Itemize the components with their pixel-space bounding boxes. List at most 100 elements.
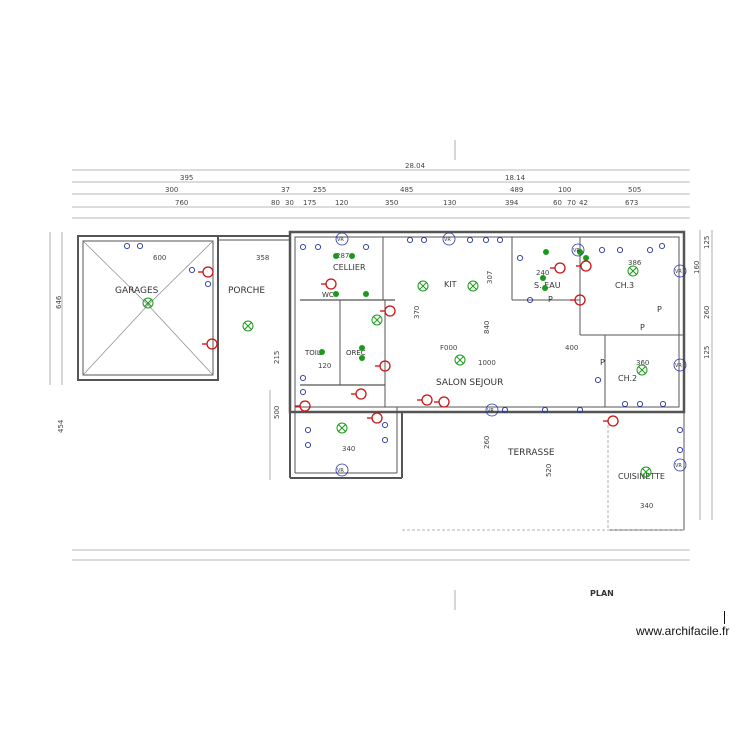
vr-label-6: VR	[337, 468, 344, 474]
dim-right-1: 160	[693, 261, 701, 274]
socket-icon	[381, 436, 389, 444]
dim-terrasse-h2: 520	[545, 464, 553, 477]
vr-marker-8	[673, 458, 687, 472]
socket-icon	[676, 426, 684, 434]
vr-markers	[335, 232, 687, 477]
dim-kit-height: 370	[413, 306, 421, 319]
ceiling-light-icon	[142, 297, 154, 309]
socket-icon	[204, 280, 212, 288]
ceiling-light-icon	[371, 314, 383, 326]
ceiling-light-icon	[627, 265, 639, 277]
switch-icon	[333, 291, 339, 297]
socket-icon	[541, 406, 549, 414]
vr-label-2: VR	[444, 237, 451, 243]
switch-icon	[540, 275, 546, 281]
dim-s-eau: 240	[536, 269, 549, 277]
dim-row3-1: 37	[281, 186, 290, 194]
vr-label-8: VR	[675, 463, 682, 469]
dim-porche-width: 358	[256, 254, 269, 262]
socket-icon	[420, 236, 428, 244]
socket-icon	[314, 243, 322, 251]
dim-top-right: 18.14	[505, 174, 526, 182]
walls	[77, 230, 686, 531]
dim-kit: 307	[486, 271, 494, 284]
dim-toil: 120	[318, 362, 331, 370]
vr-marker-3	[571, 243, 585, 257]
dim-orec: 400	[565, 344, 578, 352]
dim-row4-1: 80	[271, 199, 280, 207]
socket-icon	[123, 242, 131, 250]
socket-icon	[646, 246, 654, 254]
dimension-lines	[49, 140, 713, 610]
socket-icon	[598, 246, 606, 254]
socket-icon	[299, 388, 307, 396]
room-label-cellier: CELLIER	[333, 263, 366, 272]
room-label-kit: KIT	[444, 280, 457, 289]
outlet-icon	[198, 266, 214, 278]
switch-icon	[333, 253, 339, 259]
vr-marker-5	[673, 358, 687, 372]
outlet-icon	[351, 388, 367, 400]
dim-row3-0: 300	[165, 186, 178, 194]
dim-row4-9: 70	[567, 199, 576, 207]
dim-right-2: 260	[703, 306, 711, 319]
socket-icon	[621, 400, 629, 408]
dim-salon-ceiling: F000	[440, 344, 457, 352]
room-label-ch3: CH.3	[615, 281, 634, 290]
dim-row4-4: 120	[335, 199, 348, 207]
dim-porch-small: 215	[273, 351, 281, 364]
watermark-tick	[724, 611, 725, 624]
dim-row4-5: 350	[385, 199, 398, 207]
switch-icon	[349, 253, 355, 259]
dim-row4-3: 175	[303, 199, 316, 207]
p-label-3: P	[640, 323, 645, 332]
socket-icon	[658, 242, 666, 250]
ceiling-light-icon	[454, 354, 466, 366]
dim-left-lower: 454	[57, 419, 65, 433]
dim-cuisine: 340	[640, 502, 653, 510]
socket-icon	[676, 446, 684, 454]
socket-icon	[616, 246, 624, 254]
switch-icon	[583, 255, 589, 261]
vr-marker-6	[335, 463, 349, 477]
outlet-icon	[295, 400, 311, 412]
garage-door-lines	[82, 240, 214, 376]
watermark-text: www.archifacile.fr	[636, 624, 730, 638]
dim-row4-6: 130	[443, 199, 456, 207]
dim-row3-3: 485	[400, 186, 413, 194]
socket-icon	[136, 242, 144, 250]
ceiling-light-icon	[336, 422, 348, 434]
electrical-symbols	[123, 236, 684, 478]
dim-right-3: 125	[703, 346, 711, 359]
socket-icon	[299, 374, 307, 382]
room-label-orec: OREC	[346, 349, 366, 357]
terrace-outline	[402, 420, 684, 531]
dim-hall: 500	[273, 406, 281, 419]
switch-icon	[542, 285, 548, 291]
dim-row4-10: 42	[579, 199, 588, 207]
socket-icon	[482, 236, 490, 244]
switch-icon	[577, 249, 583, 255]
dim-terrasse-h: 260	[483, 436, 491, 449]
socket-icon	[659, 400, 667, 408]
p-label-2: P	[657, 305, 662, 314]
dim-row4-8: 60	[553, 199, 562, 207]
switch-icon	[363, 291, 369, 297]
outlet-icon	[576, 260, 592, 272]
socket-icon	[299, 243, 307, 251]
outlet-icon	[570, 294, 586, 306]
socket-icon	[501, 406, 509, 414]
switch-icon	[543, 249, 549, 255]
outlet-icon	[434, 396, 450, 408]
switch-icon	[359, 355, 365, 361]
room-label-salon-sejour: SALON SEJOUR	[436, 378, 503, 388]
socket-icon	[406, 236, 414, 244]
dim-salon-height: 840	[483, 321, 491, 334]
room-label-s-eau: S. EAU	[534, 281, 561, 290]
vr-label-3: VR	[573, 248, 580, 254]
dim-top-total: 28.04	[405, 162, 426, 170]
socket-icon	[188, 266, 196, 274]
room-label-garages: GARAGES	[115, 286, 159, 296]
dim-ch2: 360	[636, 359, 649, 367]
